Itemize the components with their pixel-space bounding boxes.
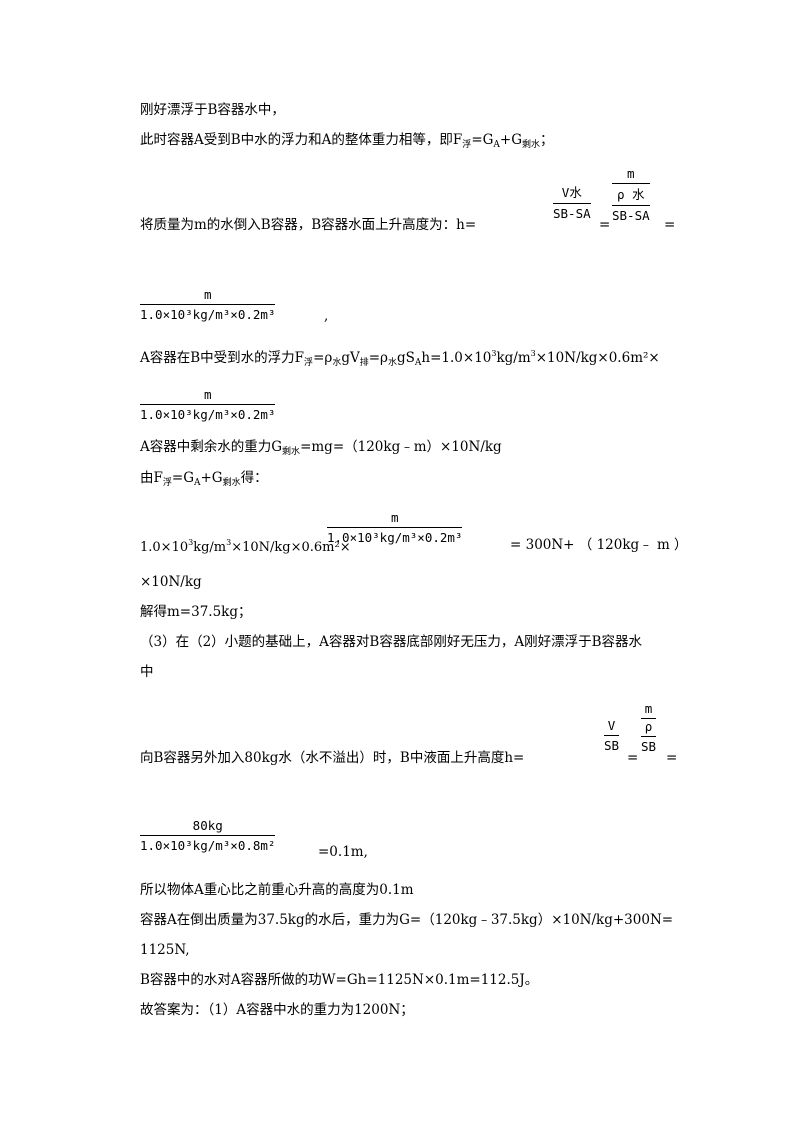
numerator: m: [203, 287, 212, 302]
subscript: 浮: [162, 478, 172, 488]
denominator: SB-SA: [553, 206, 591, 221]
fraction-bar: [612, 205, 650, 206]
subscript: 排: [359, 358, 369, 368]
text: 得：: [240, 470, 268, 486]
line-16: B容器中的水对A容器所做的功W=Gh=1125N×0.1m=112.5J。: [140, 972, 539, 988]
fraction-bar: [140, 304, 276, 305]
text: 此时容器A受到B中水的浮力和A的整体重力相等，即F: [140, 132, 463, 148]
text: kg/m: [193, 540, 227, 555]
text: gV: [341, 350, 360, 366]
fraction-bar: [641, 718, 657, 719]
text: =mg=（120kg﹣m）×10N/kg: [300, 439, 502, 455]
equals-sign: =: [664, 217, 676, 233]
subscript: 水: [388, 358, 398, 368]
fraction-m-over-area-2: m 1.0×10³kg/m³×0.2m³: [140, 387, 276, 422]
denominator: SB: [641, 739, 657, 754]
text: ×10N/kg×0.6m²×: [231, 540, 351, 555]
result-value: =0.1m,: [318, 844, 368, 860]
superscript: 3: [226, 538, 232, 547]
fraction-bar: [612, 183, 650, 184]
numerator: m: [203, 387, 212, 402]
subscript: A: [414, 358, 422, 368]
line-13: 所以物体A重心比之前重心升高的高度为0.1m: [140, 882, 414, 898]
subscript: 剩水: [522, 140, 541, 150]
subscript: 剩水: [222, 478, 241, 488]
text: 1.0×10: [140, 540, 189, 555]
fraction-m-over-area-3: m 1.0×10³kg/m³×0.2m³: [327, 510, 463, 545]
text: A容器在B中受到水的浮力F: [140, 350, 305, 366]
line-2: 此时容器A受到B中水的浮力和A的整体重力相等，即F浮=GA+G剩水；: [140, 132, 554, 150]
line-17: 故答案为：（1）A容器中水的重力为1200N；: [140, 1002, 414, 1018]
fraction-m-rho-over-sb: m ρ SB: [641, 701, 657, 754]
denominator: SB: [604, 738, 620, 753]
superscript: 3: [491, 349, 497, 358]
equals-sign: =: [666, 750, 678, 766]
text: =G: [171, 470, 194, 486]
fraction-v-over-sb: V SB: [604, 718, 620, 753]
equals-sign: =: [627, 750, 639, 766]
text: +G: [200, 470, 223, 486]
denominator: 1.0×10³kg/m³×0.8m²: [140, 838, 276, 853]
line-4: A容器在B中受到水的浮力F浮=ρ水gV排=ρ水gSAh=1.0×103kg/m3…: [140, 350, 660, 368]
subscript: 浮: [462, 140, 472, 150]
superscript: 3: [188, 538, 194, 547]
numerator: m: [390, 510, 399, 525]
numerator: V水: [561, 185, 582, 200]
subscript: 剩水: [282, 447, 301, 457]
line-6: 由F浮=GA+G剩水得：: [140, 470, 268, 488]
fraction-bar: [553, 203, 591, 204]
comma: ,: [324, 308, 329, 324]
line-15: 1125N,: [140, 942, 190, 958]
subscript: A: [194, 478, 201, 488]
equals-sign: =: [599, 217, 611, 233]
line-7: 1.0×103kg/m3×10N/kg×0.6m²×: [140, 538, 351, 555]
text: h=1.0×10: [421, 350, 492, 366]
line-10: （3）在（2）小题的基础上，A容器对B容器底部刚好无压力，A刚好漂浮于B容器水: [140, 634, 643, 650]
text: =ρ: [368, 350, 388, 366]
numerator-bottom: ρ 水: [617, 187, 645, 202]
denominator: SB-SA: [612, 208, 650, 223]
text: kg/m: [496, 350, 531, 366]
numerator-bottom: ρ: [644, 719, 653, 734]
text: 由F: [140, 470, 163, 486]
text: =ρ: [313, 350, 333, 366]
numerator: V: [607, 718, 616, 733]
fraction-bar: [604, 735, 620, 736]
line-11: 中: [140, 664, 154, 680]
line-14: 容器A在倒出质量为37.5kg的水后，重力为G=（120kg﹣37.5kg）×1…: [140, 912, 674, 928]
fraction-m-over-rho: m ρ 水 SB-SA: [612, 166, 650, 223]
subscript: 浮: [304, 358, 314, 368]
fraction-m-over-area: m 1.0×10³kg/m³×0.2m³: [140, 287, 276, 322]
numerator-top: m: [644, 701, 653, 716]
fraction-bar: [140, 404, 276, 405]
line-9: 解得m=37.5kg；: [140, 604, 252, 620]
text: ；: [540, 132, 554, 148]
fraction-bar: [641, 736, 657, 737]
text: ×10N/kg×0.6m²×: [535, 350, 660, 366]
numerator: 80kg: [192, 818, 223, 833]
text: gS: [397, 350, 415, 366]
denominator: 1.0×10³kg/m³×0.2m³: [327, 530, 463, 545]
line-3: 将质量为m的水倒入B容器，B容器水面上升高度为：h=: [140, 217, 477, 233]
subscript: 水: [332, 358, 342, 368]
fraction-80kg: 80kg 1.0×10³kg/m³×0.8m²: [140, 818, 276, 853]
line-12: 向B容器另外加入80kg水（水不溢出）时，B中液面上升高度h=: [140, 750, 525, 766]
denominator: 1.0×10³kg/m³×0.2m³: [140, 407, 276, 422]
line-5: A容器中剩余水的重力G剩水=mg=（120kg﹣m）×10N/kg: [140, 439, 502, 457]
line-1: 刚好漂浮于B容器水中，: [140, 102, 285, 118]
numerator-top: m: [627, 166, 635, 181]
subscript: A: [493, 140, 500, 150]
text: A容器中剩余水的重力G: [140, 439, 283, 455]
equation-remainder: = 300N+ （ 120kg﹣ m ）: [510, 537, 688, 553]
denominator: 1.0×10³kg/m³×0.2m³: [140, 307, 276, 322]
fraction-bar: [327, 527, 463, 528]
fraction-v-water: V水 SB-SA: [553, 182, 591, 221]
line-8: ×10N/kg: [140, 574, 202, 590]
text: =G: [471, 132, 494, 148]
superscript: 3: [530, 349, 536, 358]
text: +G: [499, 132, 523, 148]
fraction-bar: [140, 835, 276, 836]
